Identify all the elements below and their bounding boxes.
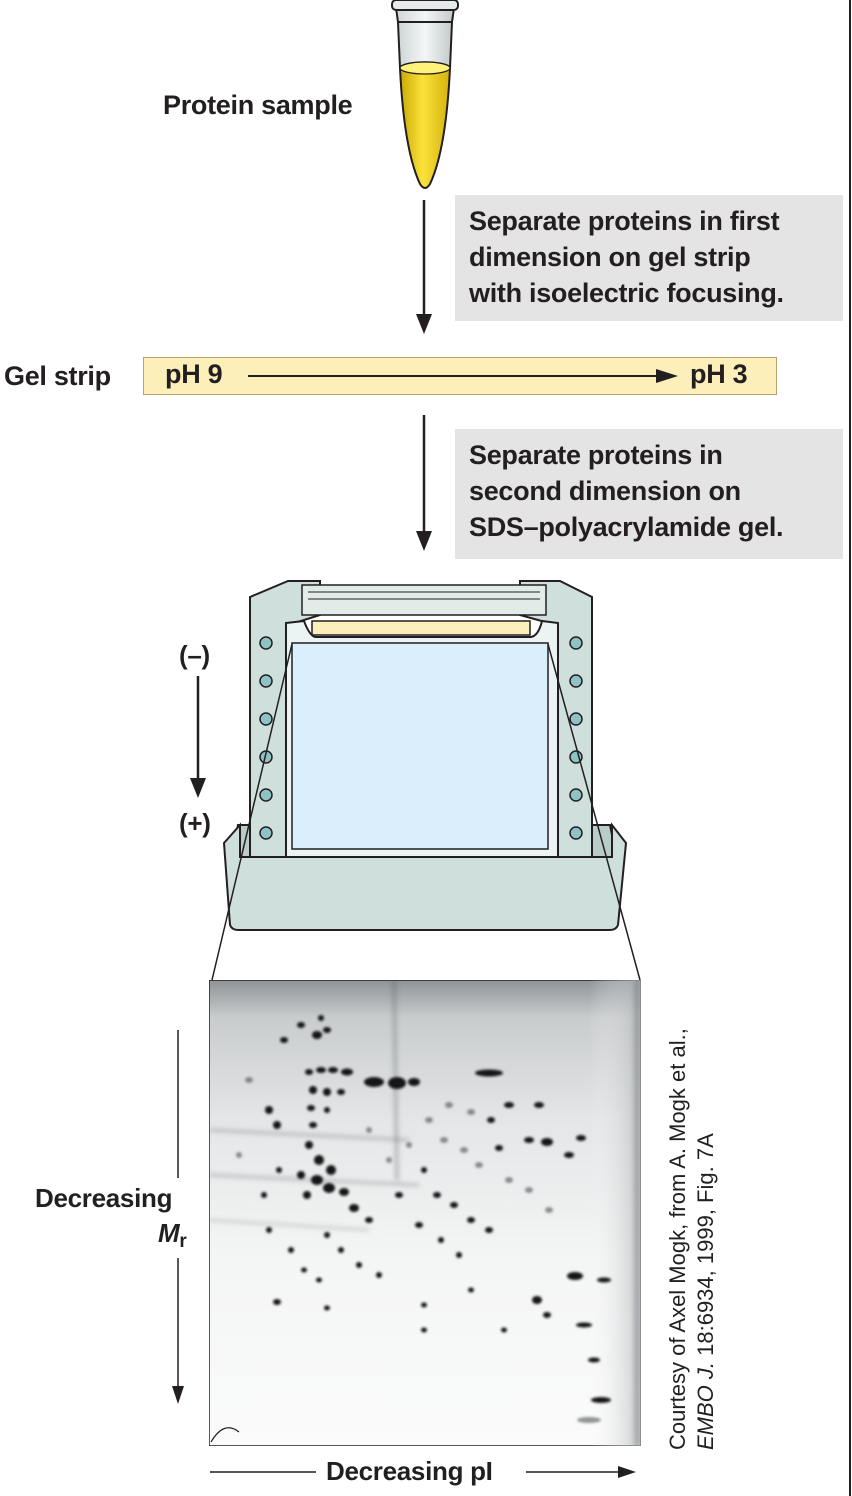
current-direction-arrow — [190, 676, 206, 798]
ph-3-label: pH 3 — [690, 359, 748, 389]
ph-gradient-arrow — [248, 369, 678, 383]
mr-subscript: r — [179, 1231, 187, 1252]
mr-axis-arrow — [172, 1030, 184, 1404]
credit-line-2: EMBO J. 18:6934, 1999, Fig. 7A — [692, 1028, 720, 1450]
flow-arrow-1 — [416, 200, 432, 334]
step-1-line-3: with isoelectric focusing. — [469, 278, 784, 308]
minus-electrode-label: (–) — [179, 640, 210, 670]
decreasing-pi-label: Decreasing pI — [326, 1456, 493, 1486]
projection-lines — [211, 643, 641, 981]
ph-9-label: pH 9 — [165, 359, 223, 389]
step-2-line-2: second dimension on — [469, 476, 741, 506]
gel-strip-label: Gel strip — [4, 361, 111, 391]
step-2-line-3: SDS–polyacrylamide gel. — [469, 512, 784, 542]
step-1-box: Separate proteins in first dimension on … — [455, 195, 843, 321]
credit-line-1: Courtesy of Axel Mogk, from A. Mogk et a… — [665, 1028, 690, 1450]
step-2-line-1: Separate proteins in — [469, 440, 723, 470]
mr-symbol-label: Mr — [158, 1218, 187, 1253]
step-2-box: Separate proteins in second dimension on… — [455, 429, 843, 559]
right-border — [849, 0, 851, 1496]
protein-sample-tube — [391, 0, 459, 189]
two-dimensional-gel-image — [209, 980, 641, 1446]
credit-citation: 18:6934, 1999, Fig. 7A — [693, 1133, 718, 1362]
protein-sample-label: Protein sample — [163, 90, 353, 120]
plus-electrode-label: (+) — [179, 808, 211, 838]
mr-symbol: M — [158, 1218, 180, 1248]
pi-axis-arrow — [210, 1466, 636, 1478]
flow-arrow-2 — [416, 415, 432, 551]
decreasing-mr-label: Decreasing — [35, 1183, 173, 1213]
step-1-line-1: Separate proteins in first — [469, 206, 780, 236]
image-credit: Courtesy of Axel Mogk, from A. Mogk et a… — [664, 1028, 720, 1450]
credit-journal: EMBO J. — [693, 1361, 718, 1450]
sds-page-apparatus — [222, 580, 628, 931]
step-1-line-2: dimension on gel strip — [469, 242, 751, 272]
